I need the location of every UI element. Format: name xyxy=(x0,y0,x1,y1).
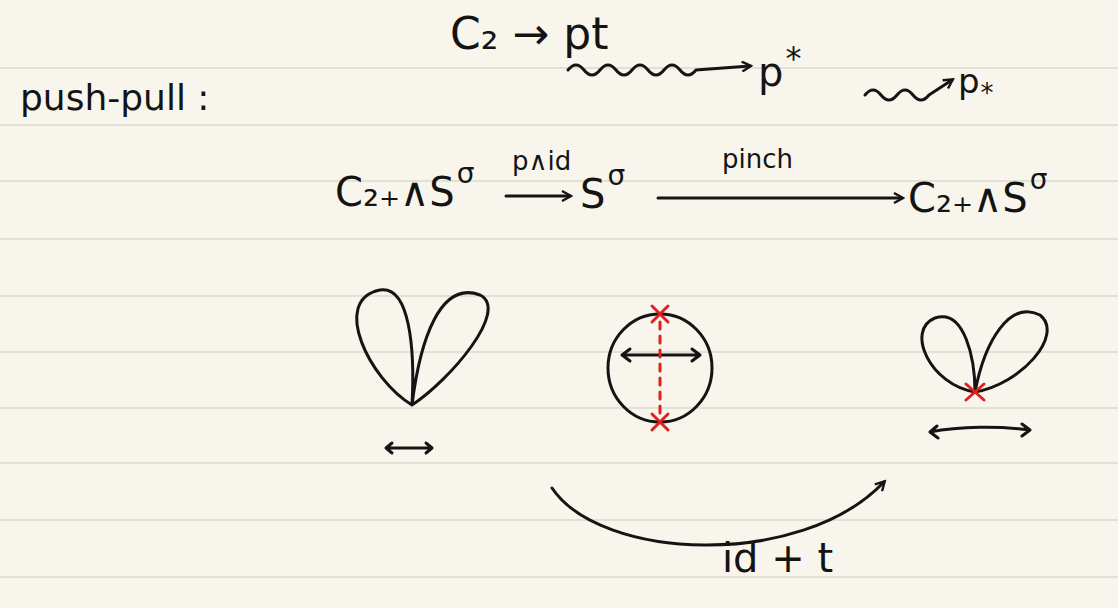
math-label: C₂₊∧S xyxy=(335,172,455,212)
circle xyxy=(608,314,712,422)
squiggle-arrow xyxy=(865,80,952,100)
composite-arrow xyxy=(552,482,884,545)
squiggle-arrow xyxy=(568,65,750,75)
wedge-of-circles xyxy=(922,312,1047,392)
math-label: σ xyxy=(1030,166,1048,194)
swap-arrow xyxy=(386,443,432,453)
math-label: p xyxy=(958,64,980,98)
math-label: p xyxy=(758,52,783,92)
math-label: push-pull : xyxy=(20,80,209,116)
fixed-point xyxy=(652,306,668,322)
swap-arrow xyxy=(930,424,1030,438)
math-label: p∧id xyxy=(512,148,571,174)
map-arrow xyxy=(506,195,570,198)
map-arrow xyxy=(658,197,902,200)
math-label: * xyxy=(785,42,801,74)
wedge-of-circles xyxy=(357,290,488,405)
math-label: id + t xyxy=(722,538,833,578)
math-label: S xyxy=(580,174,605,214)
math-label: σ xyxy=(457,160,475,188)
fixed-axis xyxy=(659,322,662,418)
math-label: pinch xyxy=(722,146,793,172)
math-label: σ xyxy=(607,162,625,190)
math-label: C₂₊∧S xyxy=(908,178,1028,218)
math-label: * xyxy=(981,80,994,106)
fixed-point xyxy=(966,384,984,400)
math-label: C₂ → pt xyxy=(450,12,608,56)
paper-lines xyxy=(0,68,1118,577)
fixed-point xyxy=(652,414,668,430)
